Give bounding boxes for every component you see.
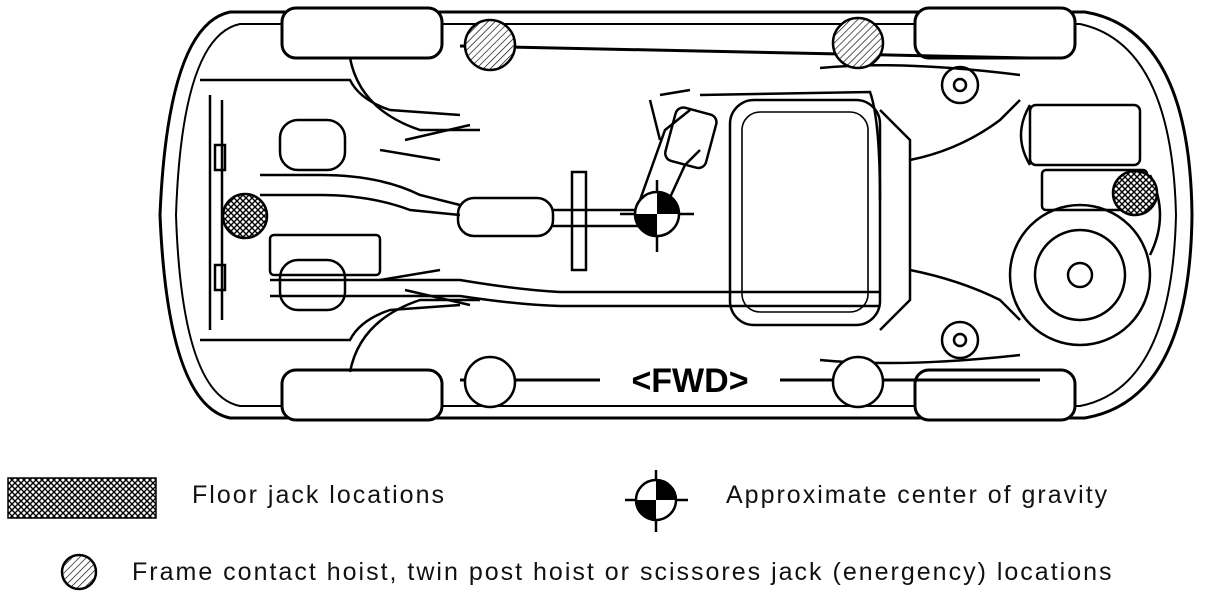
front-subframe <box>728 63 1021 365</box>
brake-booster-outer <box>1008 203 1152 347</box>
side-rail-top <box>459 44 1031 60</box>
frame-contact-point-rear-left <box>463 18 517 72</box>
frame-contact-point-front-right <box>831 355 885 409</box>
engine-compartment <box>1008 103 1162 347</box>
catalytic-converter <box>456 196 555 238</box>
exhaust-pipe-section <box>663 106 718 170</box>
vehicle-body <box>158 10 1194 420</box>
wheels <box>280 6 1077 422</box>
frame-contact-legend-icon <box>60 553 98 591</box>
body-outline <box>158 10 1194 420</box>
engine-block <box>1028 103 1142 167</box>
side-rails <box>459 44 1040 382</box>
legend-symbols <box>7 470 688 591</box>
frame-contact-markers <box>463 16 885 409</box>
wheel-rear-right <box>280 368 444 422</box>
center-of-gravity-legend-icon <box>625 470 688 532</box>
exhaust-system <box>260 88 718 272</box>
fuel-tank <box>728 98 882 327</box>
rear-suspension <box>200 57 480 373</box>
center-of-gravity-marker <box>620 180 694 252</box>
floor-jack-legend-swatch <box>7 477 157 519</box>
wheel-rear-left <box>280 6 444 60</box>
floor-jack-markers <box>221 169 1159 240</box>
brake-booster-middle <box>1033 228 1127 322</box>
wheel-front-right <box>913 368 1077 422</box>
legend-floor-jack-label: Floor jack locations <box>192 481 446 509</box>
legend-center-of-gravity-label: Approximate center of gravity <box>726 481 1110 509</box>
body-inner-outline <box>174 23 1178 407</box>
frame-contact-point-rear-right <box>463 355 517 409</box>
brake-booster-inner <box>1066 261 1094 289</box>
direction-label: <FWD> <box>631 362 748 400</box>
floor-jack-point-rear <box>221 192 269 240</box>
frame-contact-point-front-left <box>831 16 885 70</box>
legend-frame-contact-label: Frame contact hoist, twin post hoist or … <box>132 558 1114 586</box>
wheel-front-left <box>913 6 1077 60</box>
floor-jack-point-front <box>1111 169 1159 217</box>
